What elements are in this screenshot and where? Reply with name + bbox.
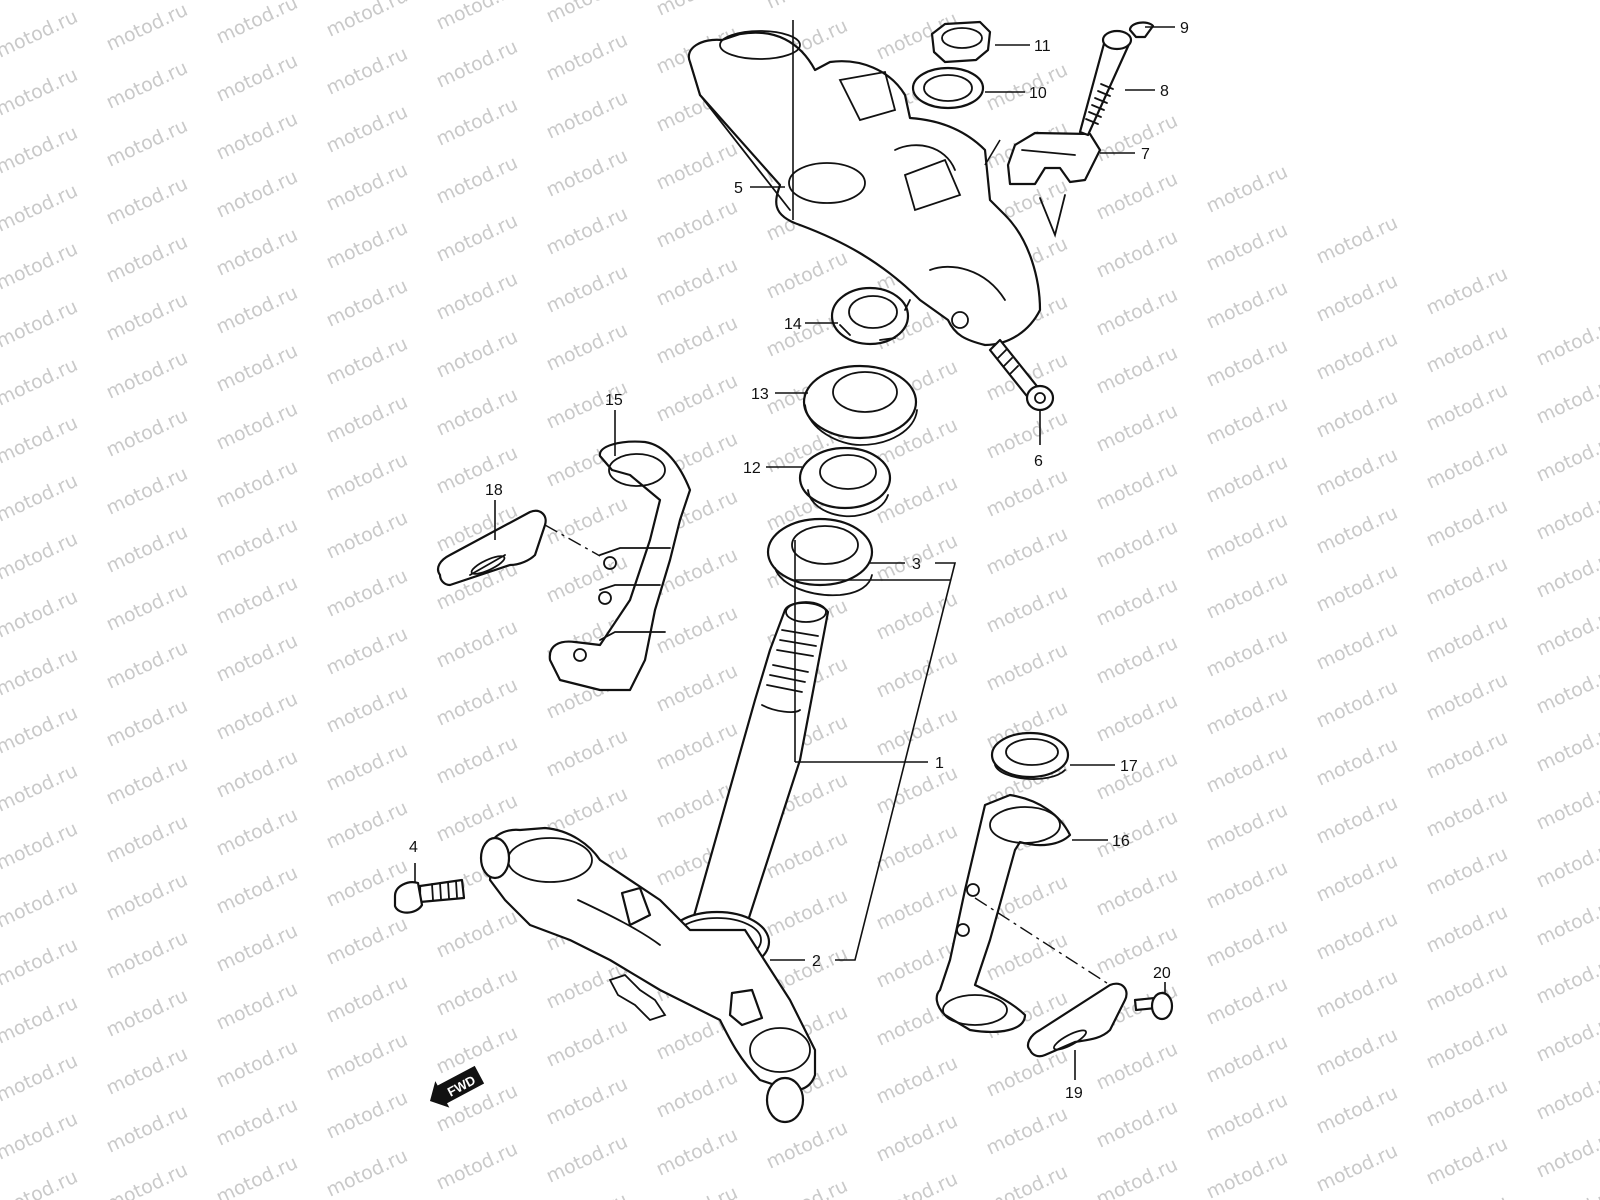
part-clamp-bolt-lower[interactable] (393, 878, 466, 914)
callout-18: 18 (485, 482, 503, 499)
part-bearing-race[interactable] (798, 446, 892, 518)
part-washer[interactable] (911, 66, 985, 110)
part-upper-bearing[interactable] (766, 517, 874, 597)
part-grommet[interactable] (990, 731, 1070, 780)
part-holder-bolt[interactable] (1078, 29, 1133, 137)
callout-12: 12 (743, 460, 761, 477)
callout-2: 2 (812, 953, 821, 970)
part-fork-cover-left[interactable] (548, 440, 692, 692)
callout-20: 20 (1153, 965, 1171, 982)
part-fork-cover-right[interactable] (935, 793, 1072, 1033)
leader-lines (414, 20, 1175, 1080)
callout-5: 5 (734, 180, 743, 197)
callout-11: 11 (1034, 38, 1051, 55)
part-bracket-right[interactable] (1026, 982, 1128, 1058)
part-clamp-bolt-upper[interactable] (988, 338, 1055, 412)
callout-10: 10 (1029, 85, 1047, 102)
part-upper-bracket[interactable] (687, 30, 1042, 347)
callout-6: 6 (1034, 453, 1043, 470)
part-stem-head-nut[interactable] (930, 20, 992, 64)
callout-16: 16 (1112, 833, 1130, 850)
callout-17: 17 (1120, 758, 1138, 775)
callout-19: 19 (1065, 1085, 1083, 1102)
callout-3: 3 (912, 556, 921, 573)
part-stem-lock-nut[interactable] (830, 286, 911, 346)
callout-1: 1 (935, 755, 944, 772)
part-handlebar-holder[interactable] (1006, 131, 1102, 238)
part-steering-stem[interactable] (688, 601, 830, 932)
callout-4: 4 (409, 839, 418, 856)
callout-15: 15 (605, 392, 623, 409)
part-screw[interactable] (1133, 991, 1174, 1021)
callout-7: 7 (1141, 146, 1150, 163)
callout-13: 13 (751, 386, 769, 403)
callout-14: 14 (784, 316, 802, 333)
callout-9: 9 (1180, 20, 1189, 37)
callout-labels: 1 2 3 4 5 6 7 8 9 10 11 12 13 14 15 16 1… (409, 20, 1189, 1102)
part-dust-seal[interactable] (802, 364, 918, 446)
fwd-arrow-icon: FWD (429, 1065, 485, 1108)
part-lower-bracket[interactable] (479, 826, 817, 1124)
callout-8: 8 (1160, 83, 1169, 100)
part-bracket-left[interactable] (436, 509, 547, 587)
part-cap[interactable] (1128, 21, 1155, 39)
